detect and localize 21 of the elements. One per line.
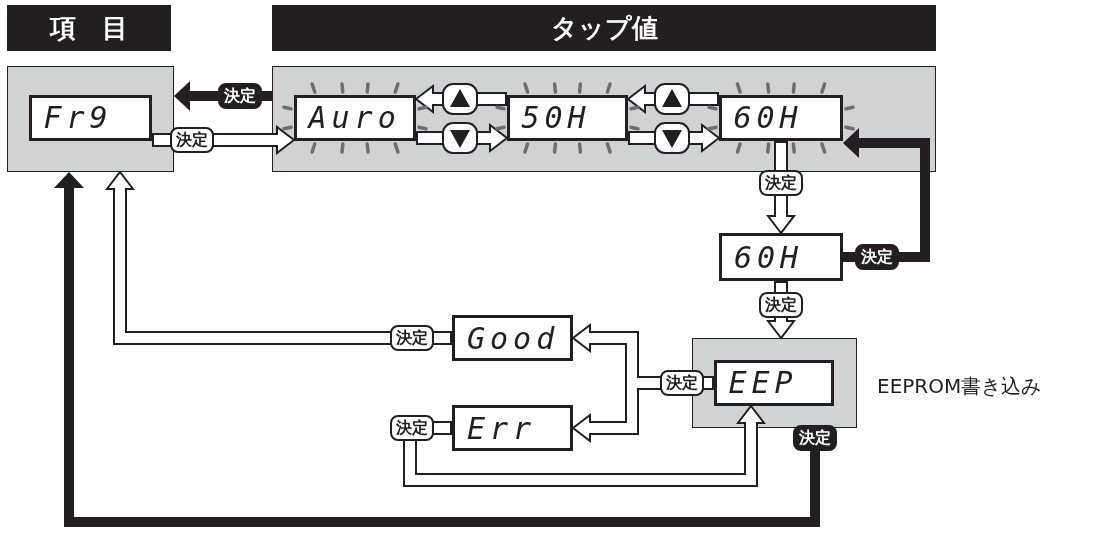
arrow <box>54 172 820 527</box>
edge-label: 決定 <box>855 244 899 270</box>
lcd-display: 60H <box>718 94 843 141</box>
arrow <box>403 404 767 487</box>
edge-label: 決定 <box>759 292 803 318</box>
lcd-display: Auro <box>293 94 416 141</box>
caption-text: EEPROM書き込み <box>877 373 1042 400</box>
edge-label: 決定 <box>390 325 434 351</box>
heading-bar: タップ値 <box>272 5 936 51</box>
arrow <box>104 170 452 345</box>
edge-label: 決定 <box>218 83 262 109</box>
panel <box>7 66 174 172</box>
lcd-display: Fr9 <box>28 94 152 141</box>
edge-label: 決定 <box>390 415 434 441</box>
edge-label: 決定 <box>759 170 803 196</box>
edge-label: 決定 <box>170 127 214 153</box>
heading-bar: 項 目 <box>7 5 171 51</box>
arrow <box>843 128 930 262</box>
edge-label: 決定 <box>793 425 837 451</box>
lcd-display: 50H <box>506 94 628 141</box>
edge-label: 決定 <box>660 370 704 396</box>
